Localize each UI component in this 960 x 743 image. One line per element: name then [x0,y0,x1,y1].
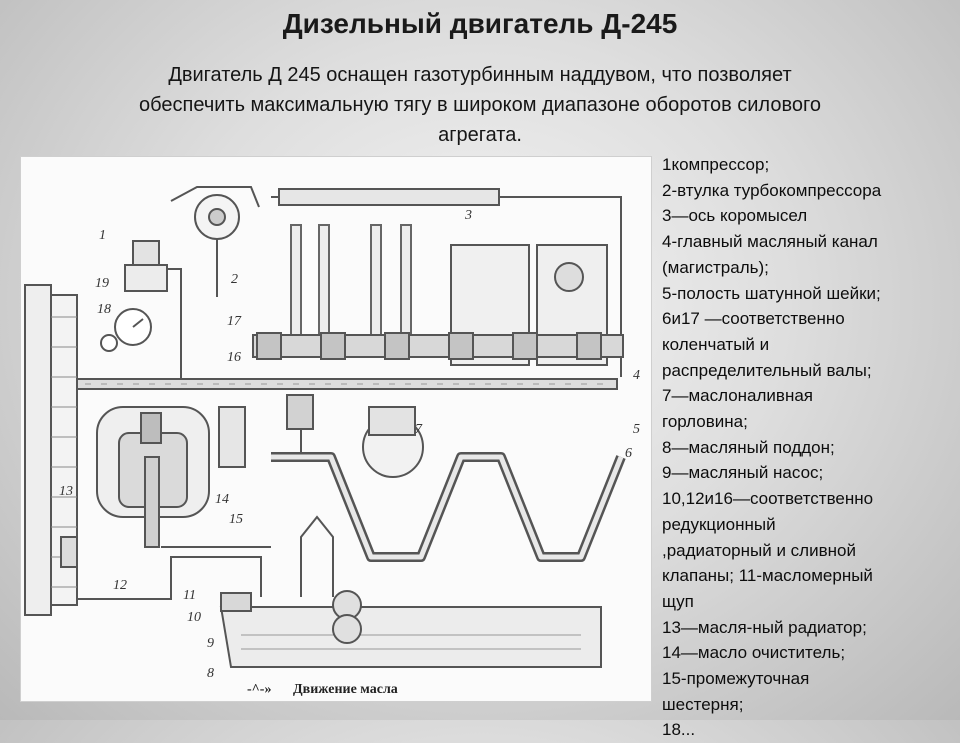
legend-line: 10,12и16—соответственно [662,489,874,509]
legend-line: распределительный валы; [662,360,872,380]
legend-line: 5-полость шатунной шейки; [662,283,881,303]
subtitle-line-2: обеспечить максимальную тягу в широком д… [139,94,821,116]
caption-oil-movement: Движение масла [293,682,398,697]
label-17: 17 [227,314,242,329]
diagram-drawing: 1 2 3 4 5 6 7 8 9 10 11 12 13 14 15 16 1… [24,186,640,697]
legend-line: 4-главный масляный канал [662,232,878,252]
label-8: 8 [207,666,214,681]
label-6: 6 [625,446,632,461]
turbocharger [170,186,260,297]
main-oil-gallery [76,378,618,390]
legend-line: редукционный [662,514,776,534]
legend-line: 6и17 —соответственно [662,309,845,329]
caption-arrow: -^-» [247,682,271,697]
label-15: 15 [229,512,243,527]
label-4: 4 [633,368,640,383]
oil-filter [96,406,210,548]
label-16: 16 [227,350,241,365]
subtitle-line-1: Двигатель Д 245 оснащен газотурбинным на… [168,64,792,86]
label-5: 5 [633,422,640,437]
legend-line: шестерня; [662,694,744,714]
oil-pump [300,515,362,644]
legend-line: 13—масля-ный радиатор; [662,617,867,637]
label-12: 12 [113,578,127,593]
legend-line: 18... [662,720,696,740]
legend-line: 8—масляный поддон; [662,437,835,457]
legend-line: 15-промежуточная [662,669,810,689]
label-14: 14 [215,492,229,507]
legend-line: горловина; [662,412,748,432]
label-3: 3 [464,208,472,223]
rocker-oil-line [271,188,622,377]
label-18: 18 [97,302,111,317]
label-9: 9 [207,636,214,651]
subtitle-line-3: агрегата. [438,124,522,146]
return-lines [60,536,271,612]
page-subtitle: Двигатель Д 245 оснащен газотурбинным на… [60,60,900,150]
legend-line: 1компрессор; [662,155,770,174]
label-19: 19 [95,276,109,291]
legend-line: 3—ось коромысел [662,206,808,226]
engine-lubrication-diagram: 1 2 3 4 5 6 7 8 9 10 11 12 13 14 15 16 1… [20,156,652,702]
crankshaft [271,406,626,562]
compressor [100,240,182,379]
legend-line: щуп [662,591,694,611]
label-2: 2 [231,272,238,287]
legend-line: 14—масло очиститель; [662,643,846,663]
legend-line: (магистраль); [662,257,769,277]
label-1: 1 [99,228,106,243]
legend-line: 7—маслоналивная [662,386,813,406]
oil-pan [219,606,602,668]
label-10: 10 [187,610,201,625]
legend-line: клапаны; 11-масломерный [662,566,873,586]
page-title: Дизельный двигатель Д-245 [282,8,678,39]
label-11: 11 [183,588,196,603]
legend-line: ,радиаторный и сливной [662,540,856,560]
legend-line: 2-втулка турбокомпрессора [662,180,882,200]
pushrods [290,224,412,336]
legend-line: коленчатый и [662,334,770,354]
intermediate-gear [218,394,314,468]
label-7: 7 [415,422,423,437]
label-13: 13 [59,484,73,499]
legend-line: 9—масляный насос; [662,463,824,483]
legend-list: 1компрессор; 2-втулка турбокомпрессора 3… [662,152,954,743]
camshaft [252,332,624,360]
